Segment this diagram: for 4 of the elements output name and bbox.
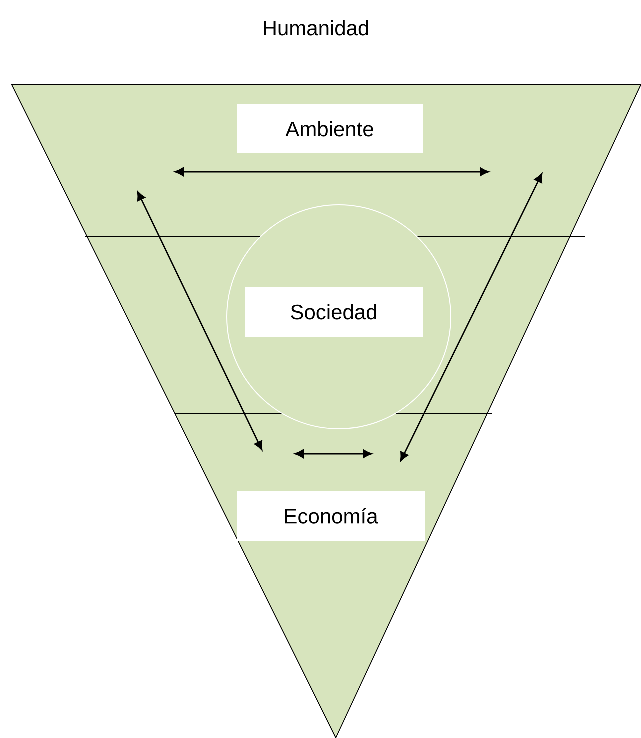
heading: Humanidad	[264, 20, 368, 36]
label-box: Economía	[237, 491, 425, 541]
label-box: Ambiente	[237, 104, 423, 154]
label-box: Sociedad	[245, 287, 423, 337]
